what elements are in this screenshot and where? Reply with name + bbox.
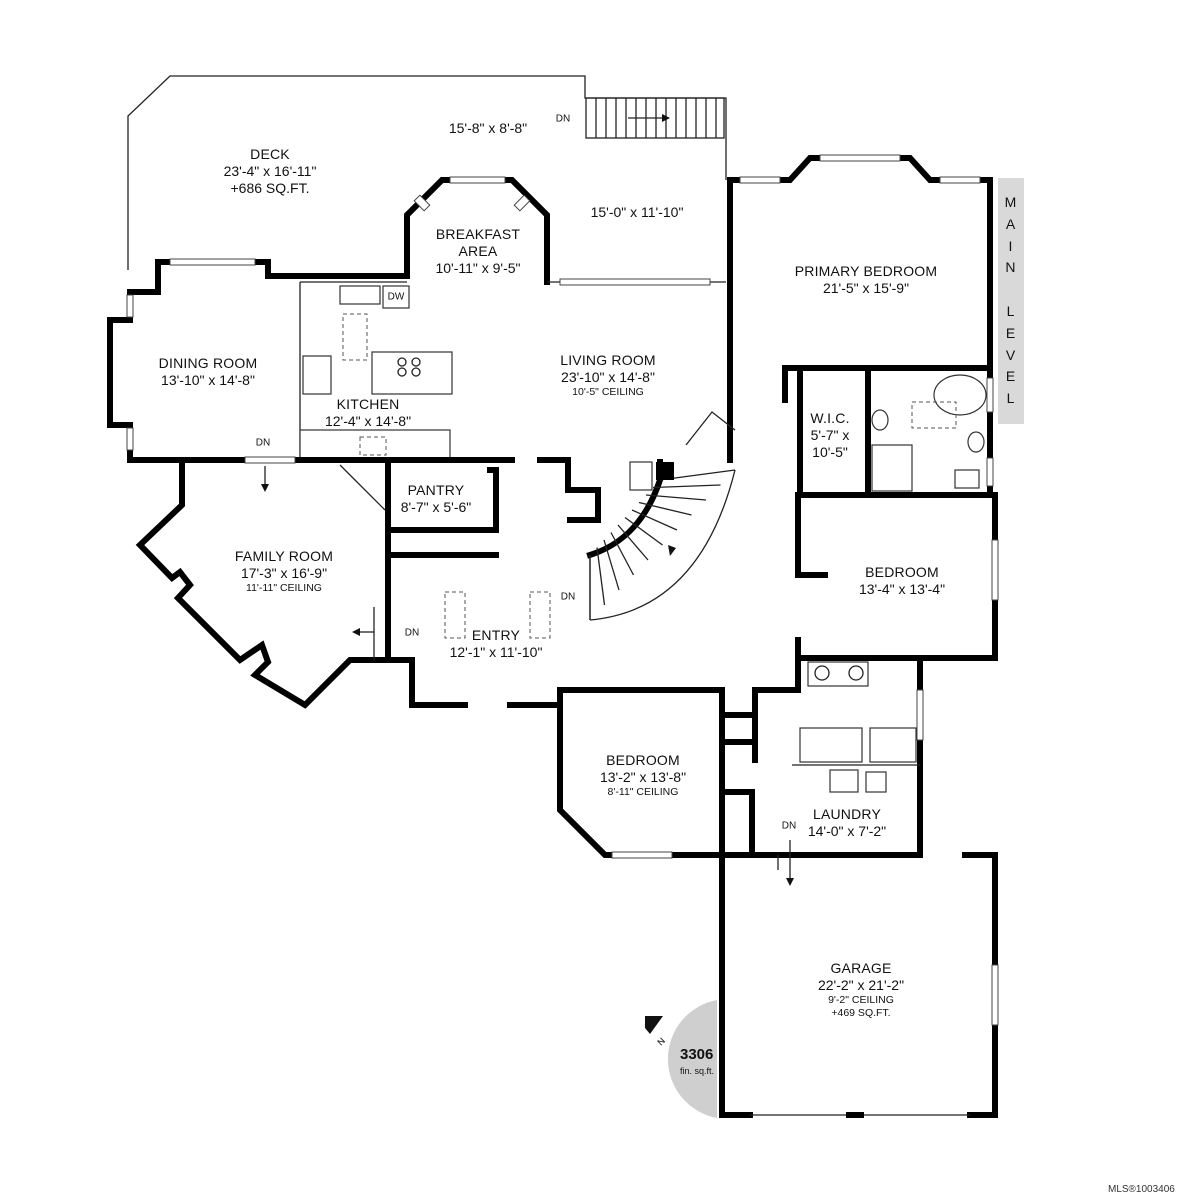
- level-tag-letter: N: [1005, 259, 1017, 276]
- entry-dims: 12'-1" x 11'-10": [449, 644, 543, 661]
- family-room-ceiling: 11'-11" CEILING: [246, 582, 322, 595]
- laundry-label: LAUNDRY 14'-0" x 7'-2": [808, 806, 886, 840]
- deck-stairs-down-marker: DN: [555, 113, 571, 125]
- garage-ceiling: 9'-2" CEILING: [828, 994, 894, 1007]
- garage-area: +469 SQ.FT.: [831, 1006, 891, 1019]
- north-compass-icon: N: [645, 1000, 717, 1118]
- south-bedroom-label: BEDROOM 13'-2" x 13'-8" 8'-11" CEILING: [600, 752, 686, 799]
- level-tag-letter: E: [1005, 324, 1017, 341]
- wic-label: W.I.C. 5'-7" x 10'-5": [810, 410, 849, 461]
- breakfast-label: BREAKFAST AREA 10'-11" x 9'-5": [435, 226, 520, 277]
- north-label: N: [655, 1036, 667, 1048]
- listing-id: MLS®1003406: [1108, 1184, 1175, 1195]
- level-tag-letter: A: [1005, 216, 1017, 233]
- south-bedroom-wall: [557, 687, 725, 858]
- entry-label: ENTRY 12'-1" x 11'-10": [450, 627, 543, 661]
- deck-lower-label: 15'-0" x 11'-10": [591, 204, 684, 221]
- breakfast-name-2: AREA: [458, 243, 498, 260]
- primary-bedroom-dims: 21'-5" x 15'-9": [822, 280, 910, 297]
- dining-room-dims: 13'-10" x 14'-8": [161, 372, 255, 389]
- wic-dims-2: 10'-5": [812, 444, 848, 461]
- staircase: [552, 457, 736, 621]
- deck-label: DECK 23'-4" x 16'-11" +686 SQ.FT.: [224, 146, 317, 197]
- living-room-label: LIVING ROOM 23'-10" x 14'-8" 10'-5" CEIL…: [560, 352, 656, 399]
- kitchen-dims: 12'-4" x 14'-8": [324, 413, 412, 430]
- east-bedroom-label: BEDROOM 13'-4" x 13'-4": [859, 564, 945, 598]
- deck-upper-dims: 15'-8" x 8'-8": [448, 120, 528, 136]
- living-room-dims: 23'-10" x 14'-8": [561, 369, 655, 386]
- garage-down-marker: DN: [781, 820, 797, 832]
- east-bedroom-wall: [795, 492, 828, 578]
- level-tag-letter: M: [1004, 194, 1018, 211]
- deck-lower-dims: 15'-0" x 11'-10": [590, 204, 684, 220]
- pantry-name: PANTRY: [407, 482, 465, 498]
- dining-room-label: DINING ROOM 13'-10" x 14'-8": [159, 355, 258, 389]
- level-tag-letter: I: [1008, 237, 1014, 254]
- primary-bedroom-label: PRIMARY BEDROOM 21'-5" x 15'-9": [795, 263, 938, 297]
- kitchen-fixtures: [299, 285, 453, 461]
- deck-upper-label: 15'-8" x 8'-8": [449, 120, 527, 137]
- deck-outline: [127, 75, 727, 270]
- kitchen-name: KITCHEN: [336, 396, 400, 412]
- garage-name: GARAGE: [830, 960, 892, 976]
- garage-wall: [719, 852, 753, 1118]
- deck-name: DECK: [250, 146, 290, 162]
- level-tag-letter: L: [1006, 303, 1016, 320]
- breakfast-dims: 10'-11" x 9'-5": [435, 260, 521, 277]
- deck-dims: 23'-4" x 16'-11": [223, 163, 317, 180]
- laundry-dims: 14'-0" x 7'-2": [807, 823, 887, 840]
- entry-name: ENTRY: [471, 627, 521, 643]
- total-area-value: 3306: [680, 1046, 714, 1063]
- wic-dims-1: 5'-7" x: [810, 427, 850, 444]
- ensuite-fixtures: [871, 374, 987, 492]
- dishwasher-marker: DW: [387, 291, 405, 303]
- family-room-label: FAMILY ROOM 17'-3" x 16'-9" 11'-11" CEIL…: [235, 548, 333, 595]
- laundry-name: LAUNDRY: [812, 806, 882, 822]
- wic-name: W.I.C.: [810, 410, 850, 426]
- level-tag-letter: E: [1005, 368, 1017, 385]
- living-room-ceiling: 10'-5" CEILING: [572, 386, 644, 399]
- primary-bedroom-name: PRIMARY BEDROOM: [794, 263, 938, 279]
- primary-bedroom-wall: [727, 155, 993, 498]
- garage-dims: 22'-2" x 21'-2": [817, 977, 905, 994]
- level-tag-letter: V: [1005, 346, 1017, 363]
- family-room-down-marker: DN: [255, 437, 271, 449]
- deck-stairs: [585, 97, 725, 139]
- family-room-dims: 17'-3" x 16'-9": [240, 565, 328, 582]
- breakfast-name-1: BREAKFAST: [435, 226, 521, 242]
- south-bedroom-name: BEDROOM: [606, 752, 680, 768]
- living-room-name: LIVING ROOM: [560, 352, 656, 368]
- south-bedroom-ceiling: 8'-11" CEILING: [607, 786, 679, 799]
- east-bedroom-name: BEDROOM: [865, 564, 939, 580]
- kitchen-label: KITCHEN 12'-4" x 14'-8": [325, 396, 411, 430]
- east-bedroom-dims: 13'-4" x 13'-4": [858, 581, 946, 598]
- entry-down-marker: DN: [404, 627, 420, 639]
- garage-label: GARAGE 22'-2" x 21'-2" 9'-2" CEILING +46…: [818, 960, 904, 1020]
- family-room-wall: [135, 457, 463, 709]
- south-bedroom-dims: 13'-2" x 13'-8": [599, 769, 687, 786]
- dining-room-name: DINING ROOM: [158, 355, 258, 371]
- pantry-dims: 8'-7" x 5'-6": [400, 499, 472, 516]
- pantry-label: PANTRY 8'-7" x 5'-6": [401, 482, 472, 516]
- deck-area: +686 SQ.FT.: [230, 180, 310, 197]
- stairs-down-marker: DN: [560, 591, 576, 603]
- total-area-unit: fin. sq.ft.: [680, 1066, 715, 1076]
- family-room-name: FAMILY ROOM: [234, 548, 334, 564]
- level-tag-letter: L: [1006, 389, 1016, 406]
